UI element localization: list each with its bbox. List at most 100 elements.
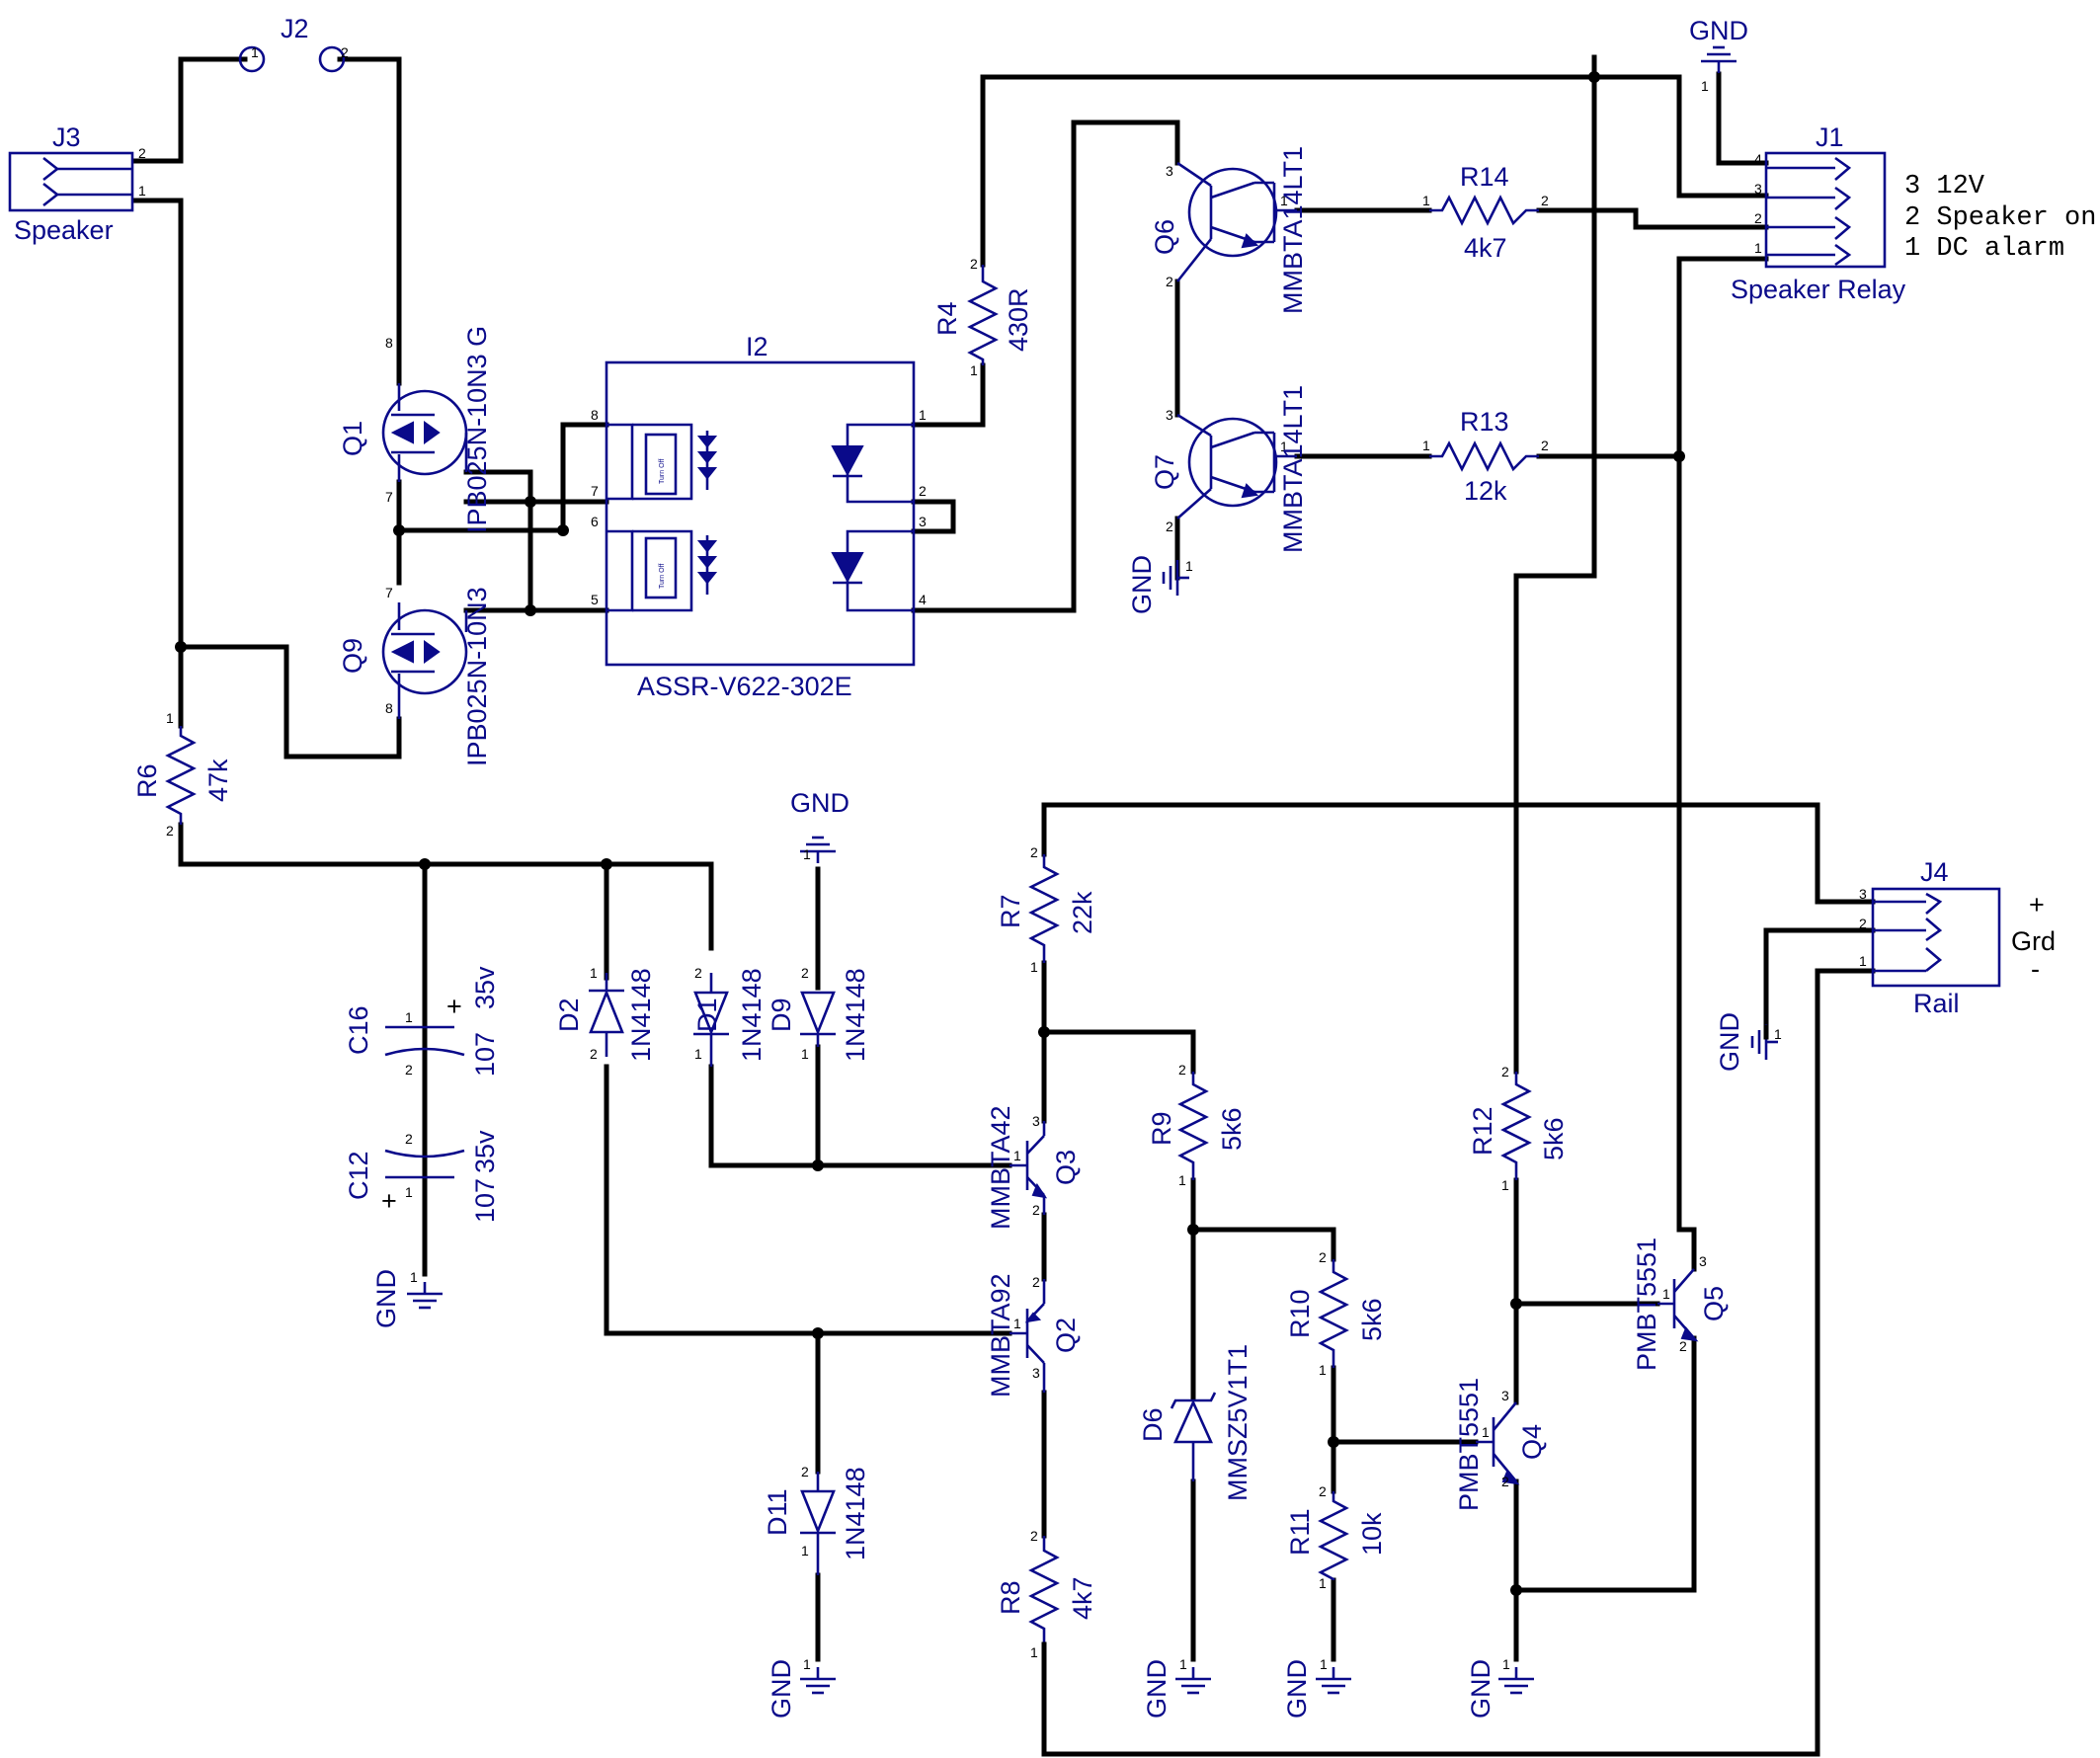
r8-value: 4k7: [1068, 1576, 1097, 1620]
svg-text:+: +: [446, 992, 462, 1021]
q9-ref: Q9: [338, 638, 367, 674]
svg-text:2: 2: [405, 1131, 413, 1147]
j3-ref: J3: [52, 122, 81, 152]
j4-grd: Grd: [2011, 926, 2056, 956]
svg-text:1: 1: [410, 1269, 418, 1285]
gnd-c12: GND 1: [371, 1269, 444, 1328]
resistor-r9: 2 1 R9 5k6: [1147, 1062, 1247, 1188]
svg-text:1: 1: [1662, 1286, 1670, 1302]
svg-text:4: 4: [1754, 151, 1762, 167]
svg-text:2: 2: [1319, 1483, 1327, 1499]
q4-ref: Q4: [1517, 1424, 1547, 1460]
gnd-q4: GND 1: [1466, 1656, 1536, 1718]
svg-text:3: 3: [919, 514, 927, 529]
transistor-q3: 3 2 1 MMBTA42 Q3: [986, 1105, 1081, 1230]
gnd-d9: GND 1: [790, 788, 849, 865]
q6-ref: Q6: [1150, 219, 1179, 255]
r7-value: 22k: [1068, 891, 1097, 934]
svg-text:GND: GND: [1689, 16, 1748, 45]
resistor-r12: 2 1 R12 5k6: [1468, 1064, 1569, 1193]
svg-text:7: 7: [591, 483, 599, 499]
mosfet-q9: 7 8 Q9 IPB025N-10N3: [338, 585, 492, 766]
svg-text:1: 1: [590, 965, 598, 981]
q4-value: PMBT5551: [1454, 1378, 1484, 1511]
r6-ref: R6: [132, 763, 162, 798]
svg-text:GND: GND: [371, 1269, 401, 1328]
svg-text:1: 1: [803, 846, 811, 862]
q1-value: IPB025N-10N3 G: [462, 326, 492, 533]
svg-text:1: 1: [1320, 1656, 1328, 1672]
svg-text:1: 1: [1319, 1575, 1327, 1591]
r4-ref: R4: [932, 301, 962, 336]
svg-text:2: 2: [970, 256, 978, 272]
svg-text:GND: GND: [1127, 555, 1157, 614]
diode-d1: 2 1 D1 1N4148: [692, 965, 767, 1067]
svg-text:6: 6: [591, 514, 599, 529]
transistor-q7: 3 2 1 Q7 MMBTA14LT1: [1150, 385, 1308, 553]
d11-value: 1N4148: [841, 1467, 870, 1560]
svg-text:1: 1: [1013, 1148, 1021, 1163]
svg-text:1: 1: [1185, 558, 1193, 574]
svg-text:1: 1: [1013, 1316, 1021, 1331]
q2-ref: Q2: [1051, 1318, 1081, 1353]
svg-text:2: 2: [1319, 1249, 1327, 1265]
r14-value: 4k7: [1464, 233, 1507, 263]
svg-text:GND: GND: [1715, 1012, 1744, 1072]
q3-value: MMBTA42: [986, 1105, 1015, 1230]
svg-text:2: 2: [138, 145, 146, 161]
r6-value: 47k: [203, 759, 233, 802]
svg-text:1: 1: [1280, 193, 1288, 208]
svg-text:1: 1: [166, 710, 174, 726]
q3-ref: Q3: [1051, 1150, 1081, 1185]
j4-value: Rail: [1913, 989, 1960, 1018]
svg-text:2: 2: [1032, 1202, 1040, 1218]
svg-text:3: 3: [1754, 181, 1762, 197]
svg-text:1: 1: [1502, 1656, 1510, 1672]
junctions: [175, 71, 1685, 1596]
transistor-q5: 3 2 1 PMBT5551 Q5: [1632, 1238, 1729, 1371]
c16-ref: C16: [344, 1005, 373, 1055]
j4-ref: J4: [1920, 857, 1949, 887]
svg-text:1: 1: [801, 1543, 809, 1558]
gnd-j1: GND 1: [1689, 16, 1748, 94]
c16-value: 107: [470, 1032, 500, 1077]
svg-text:1: 1: [1178, 1172, 1186, 1188]
svg-text:1: 1: [1179, 1656, 1187, 1672]
c16-rating: 35v: [470, 966, 500, 1009]
svg-text:1: 1: [405, 1009, 413, 1025]
r10-ref: R10: [1285, 1289, 1315, 1338]
svg-text:1: 1: [1030, 959, 1038, 975]
resistor-r13: 1 2 R13 12k: [1422, 407, 1549, 506]
gnd-j4: GND 1: [1715, 1012, 1782, 1072]
r11-value: 10k: [1357, 1512, 1387, 1556]
svg-text:Turn Off: Turn Off: [659, 564, 666, 589]
ssr-led-array-bottom: [696, 535, 718, 595]
svg-text:1: 1: [1030, 1644, 1038, 1660]
svg-text:5: 5: [591, 592, 599, 607]
svg-text:2: 2: [1178, 1062, 1186, 1078]
j1-note-line-3: 1 DC alarm: [1904, 234, 2064, 264]
svg-text:8: 8: [385, 335, 393, 351]
svg-text:2: 2: [919, 483, 927, 499]
r13-ref: R13: [1460, 407, 1509, 437]
svg-text:2: 2: [1501, 1474, 1509, 1489]
svg-text:2: 2: [801, 1464, 809, 1479]
svg-text:2: 2: [1541, 438, 1549, 453]
q5-value: PMBT5551: [1632, 1238, 1661, 1371]
svg-text:2: 2: [1032, 1274, 1040, 1290]
j1-note-line-2: 2 Speaker on: [1904, 203, 2096, 233]
svg-text:1: 1: [1701, 78, 1709, 94]
ssr-i2: I2 ASSR-V622-302E Turn Off Turn Off 8 7 …: [591, 332, 927, 701]
r12-value: 5k6: [1539, 1117, 1569, 1160]
svg-text:2: 2: [1030, 844, 1038, 860]
resistor-r14: 1 2 R14 4k7: [1422, 162, 1549, 263]
d11-ref: D11: [763, 1488, 792, 1536]
svg-text:3: 3: [1501, 1388, 1509, 1403]
q9-value: IPB025N-10N3: [462, 587, 492, 766]
d9-ref: D9: [767, 998, 796, 1032]
diode-d2: 1 2 D2 1N4148: [554, 965, 656, 1062]
d1-ref: D1: [692, 998, 722, 1032]
i2-ref: I2: [746, 332, 768, 361]
diode-d11: 2 1 D11 1N4148: [763, 1464, 870, 1575]
